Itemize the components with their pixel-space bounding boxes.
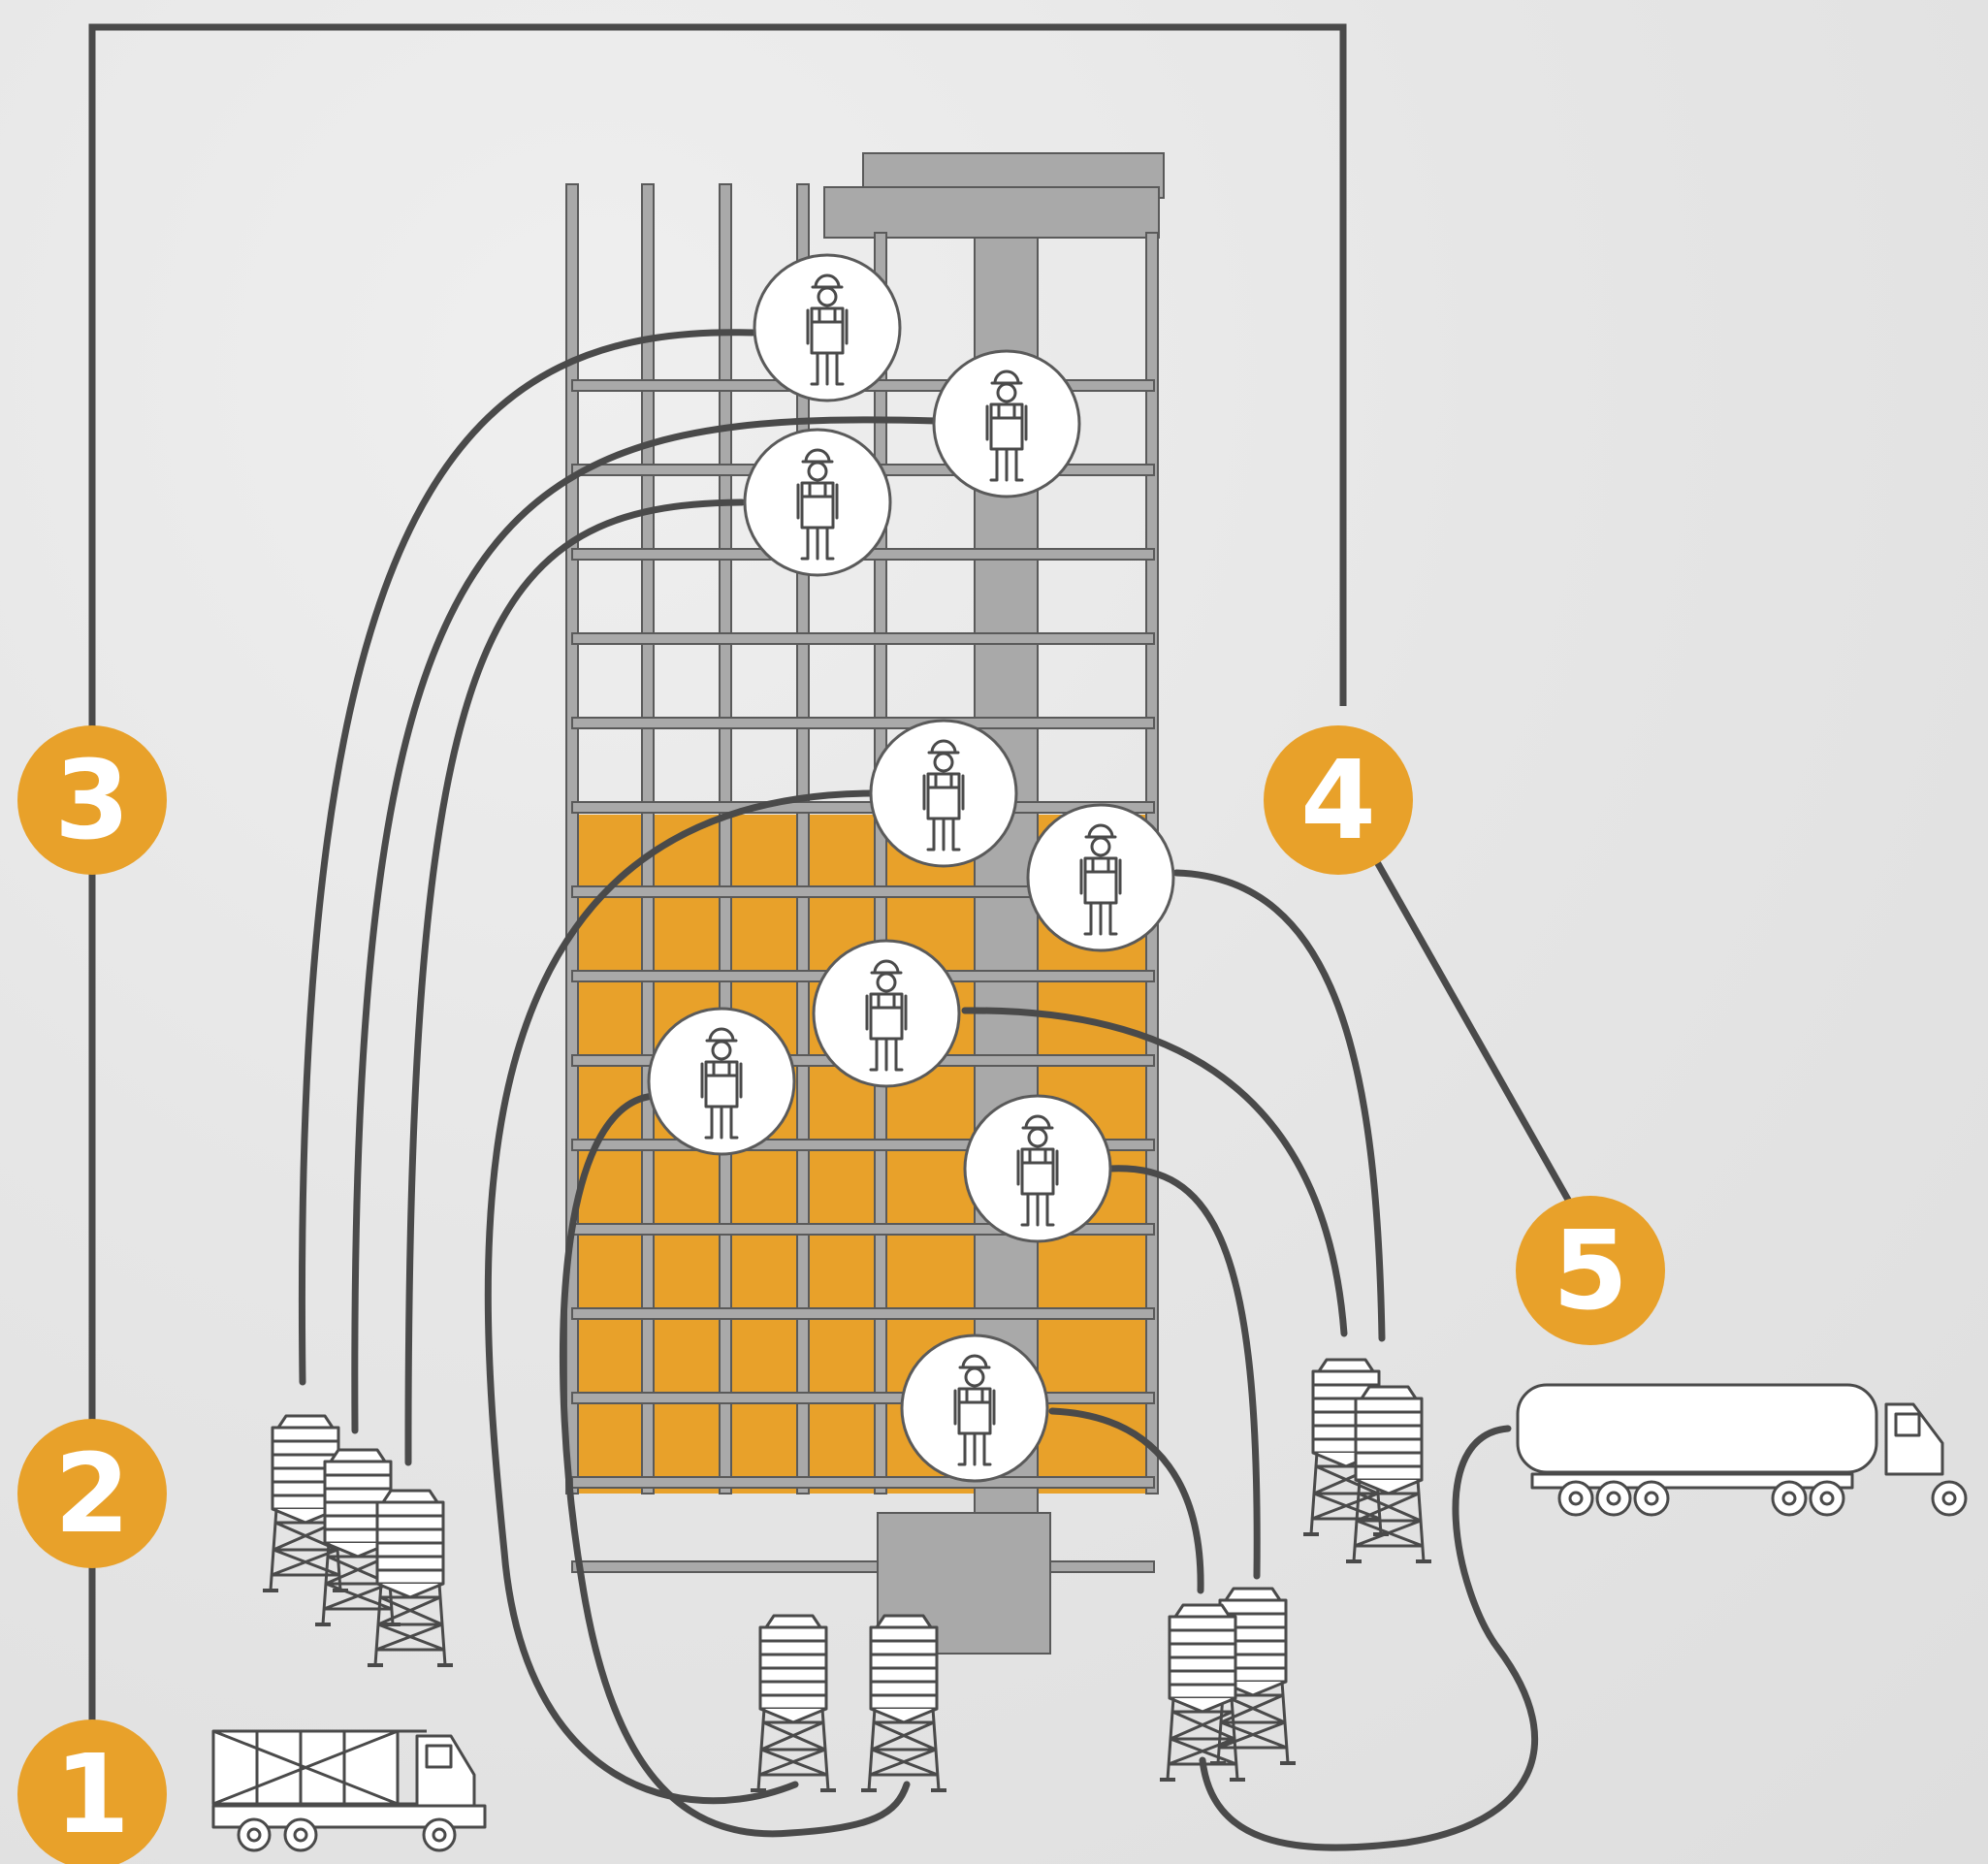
hose-1 [298, 329, 756, 1386]
worker-icon [963, 1094, 1112, 1243]
hose-6 [961, 1007, 1348, 1337]
step-badge-1: 1 [17, 1719, 167, 1864]
worker-icon [647, 1007, 796, 1156]
scaffold-columns [565, 183, 1159, 1494]
hose-4 [484, 789, 875, 1805]
hose-2 [351, 416, 940, 1434]
worker-icon [753, 253, 902, 402]
scaffold-floor-beam [571, 1560, 1155, 1573]
scaffold-floor-beam [571, 1307, 1155, 1320]
hose-7 [1106, 1165, 1261, 1580]
step-badge-4: 4 [1264, 725, 1413, 875]
scaffold-floor-beam [571, 1139, 1155, 1151]
worker-icon [1026, 803, 1175, 952]
step-4-label: 4 [1300, 738, 1376, 864]
scaffold-floor-beam [571, 1392, 1155, 1404]
hose-8 [1048, 1407, 1204, 1594]
process-path-outer [88, 23, 1347, 1823]
scaffold-column [719, 183, 732, 1494]
process-path-4-to-5 [1368, 852, 1597, 1246]
hose-9 [560, 1092, 911, 1838]
scaffold-floor-beam [571, 632, 1155, 645]
step-badge-3: 3 [17, 725, 167, 875]
silo-icon [859, 1614, 948, 1792]
step-badge-5: 5 [1516, 1196, 1665, 1345]
step-5-label: 5 [1553, 1208, 1628, 1334]
step-3-label: 3 [54, 738, 130, 864]
scaffold-floor-beam [571, 1476, 1155, 1489]
worker-icon [743, 428, 892, 577]
silo-icon [749, 1614, 838, 1792]
silo-icon [366, 1489, 455, 1667]
hose-5 [1172, 869, 1386, 1342]
step-badge-2: 2 [17, 1419, 167, 1568]
step-1-label: 1 [54, 1732, 130, 1858]
worker-icon [932, 349, 1081, 498]
concrete-hoses [298, 329, 1538, 1851]
top-slab-lower [823, 186, 1160, 239]
worker-icon [869, 719, 1018, 868]
step-2-label: 2 [54, 1431, 130, 1558]
worker-icon [812, 939, 961, 1088]
worker-icon [900, 1334, 1049, 1483]
concrete-mixer-truck-icon [211, 1729, 487, 1852]
scaffold-floor-beam [571, 801, 1155, 814]
scaffold-floor-beam [571, 717, 1155, 729]
hose-10 [1199, 1425, 1538, 1851]
tanker-truck-icon [1516, 1383, 1968, 1517]
hose-3 [404, 498, 746, 1466]
silo-icon [1158, 1603, 1247, 1782]
